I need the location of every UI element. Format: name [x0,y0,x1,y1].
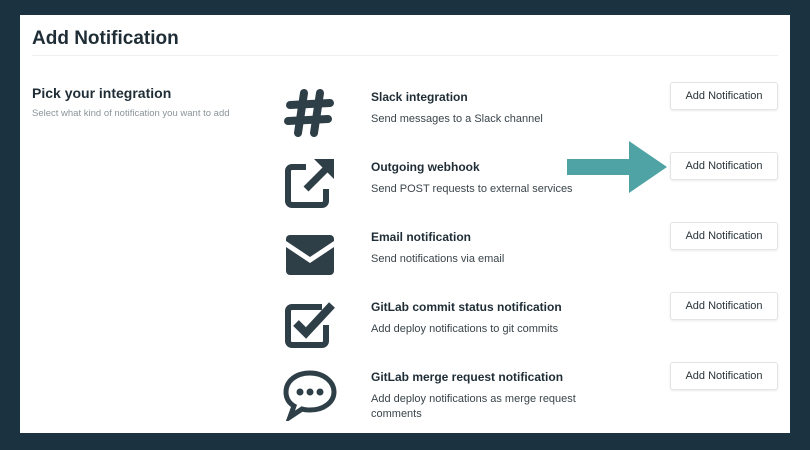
integration-name: Slack integration [371,90,468,104]
integration-name: GitLab commit status notification [371,300,562,314]
add-notification-button[interactable]: Add Notification [670,222,778,250]
add-notification-panel: Add Notification Pick your integration S… [20,15,790,433]
integration-row-email: Email notification Send notifications vi… [282,222,782,295]
integration-row-merge-request: GitLab merge request notification Add de… [282,362,782,435]
section-subtext: Select what kind of notification you wan… [32,108,230,119]
integration-description: Add deploy notifications to git commits [371,323,559,335]
envelope-icon [286,235,334,275]
add-notification-button[interactable]: Add Notification [670,292,778,320]
integration-row-slack: Slack integration Send messages to a Sla… [282,82,782,155]
integration-row-webhook: Outgoing webhook Send POST requests to e… [282,152,782,225]
integration-description: Send notifications via email [371,253,505,265]
integration-name: Email notification [371,230,472,244]
integration-row-commit-status: GitLab commit status notification Add de… [282,292,782,365]
integration-description: Add deploy notifications as merge reques… [371,393,576,420]
arrow-pointer-icon [567,141,667,193]
integration-description: Send POST requests to external services [371,183,573,195]
section-heading: Pick your integration [32,85,172,101]
integration-name: GitLab merge request notification [371,370,564,384]
comment-icon [283,370,337,421]
page-title: Add Notification [32,28,179,49]
divider [32,55,778,56]
add-notification-button[interactable]: Add Notification [670,152,778,180]
external-link-icon [285,159,334,208]
slack-hash-icon [284,89,334,137]
add-notification-button[interactable]: Add Notification [670,362,778,390]
add-notification-button[interactable]: Add Notification [670,82,778,110]
integration-name: Outgoing webhook [371,160,480,174]
integration-description: Send messages to a Slack channel [371,113,543,125]
checkbox-icon [285,302,335,348]
